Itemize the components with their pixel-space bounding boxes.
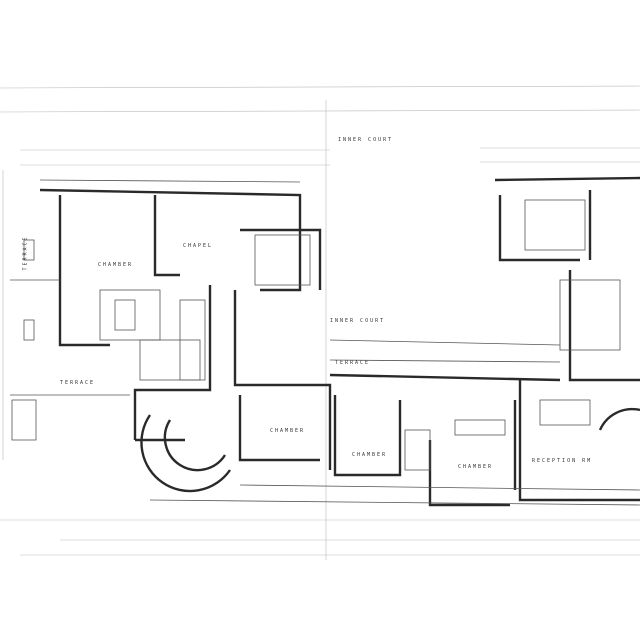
room-label-terrace-west: TERRACE xyxy=(22,235,29,271)
room-label-chamber-3: CHAMBER xyxy=(458,464,494,470)
room-label-chamber-1: CHAMBER xyxy=(270,428,306,434)
sheet-lines xyxy=(0,85,640,560)
room-label-inner-court-top: INNER COURT xyxy=(338,137,394,143)
room-label-chamber-west: CHAMBER xyxy=(98,262,134,268)
room-label-chamber-2: CHAMBER xyxy=(352,452,388,458)
room-label-terrace-center: TERRACE xyxy=(335,360,371,366)
room-label-reception: RECEPTION RM xyxy=(532,458,593,464)
room-label-inner-court: INNER COURT xyxy=(330,318,386,324)
room-label-terrace-south: TERRACE xyxy=(60,380,96,386)
interior-detail xyxy=(10,179,640,506)
room-label-chapel: CHAPEL xyxy=(183,243,214,249)
walls xyxy=(39,176,640,507)
